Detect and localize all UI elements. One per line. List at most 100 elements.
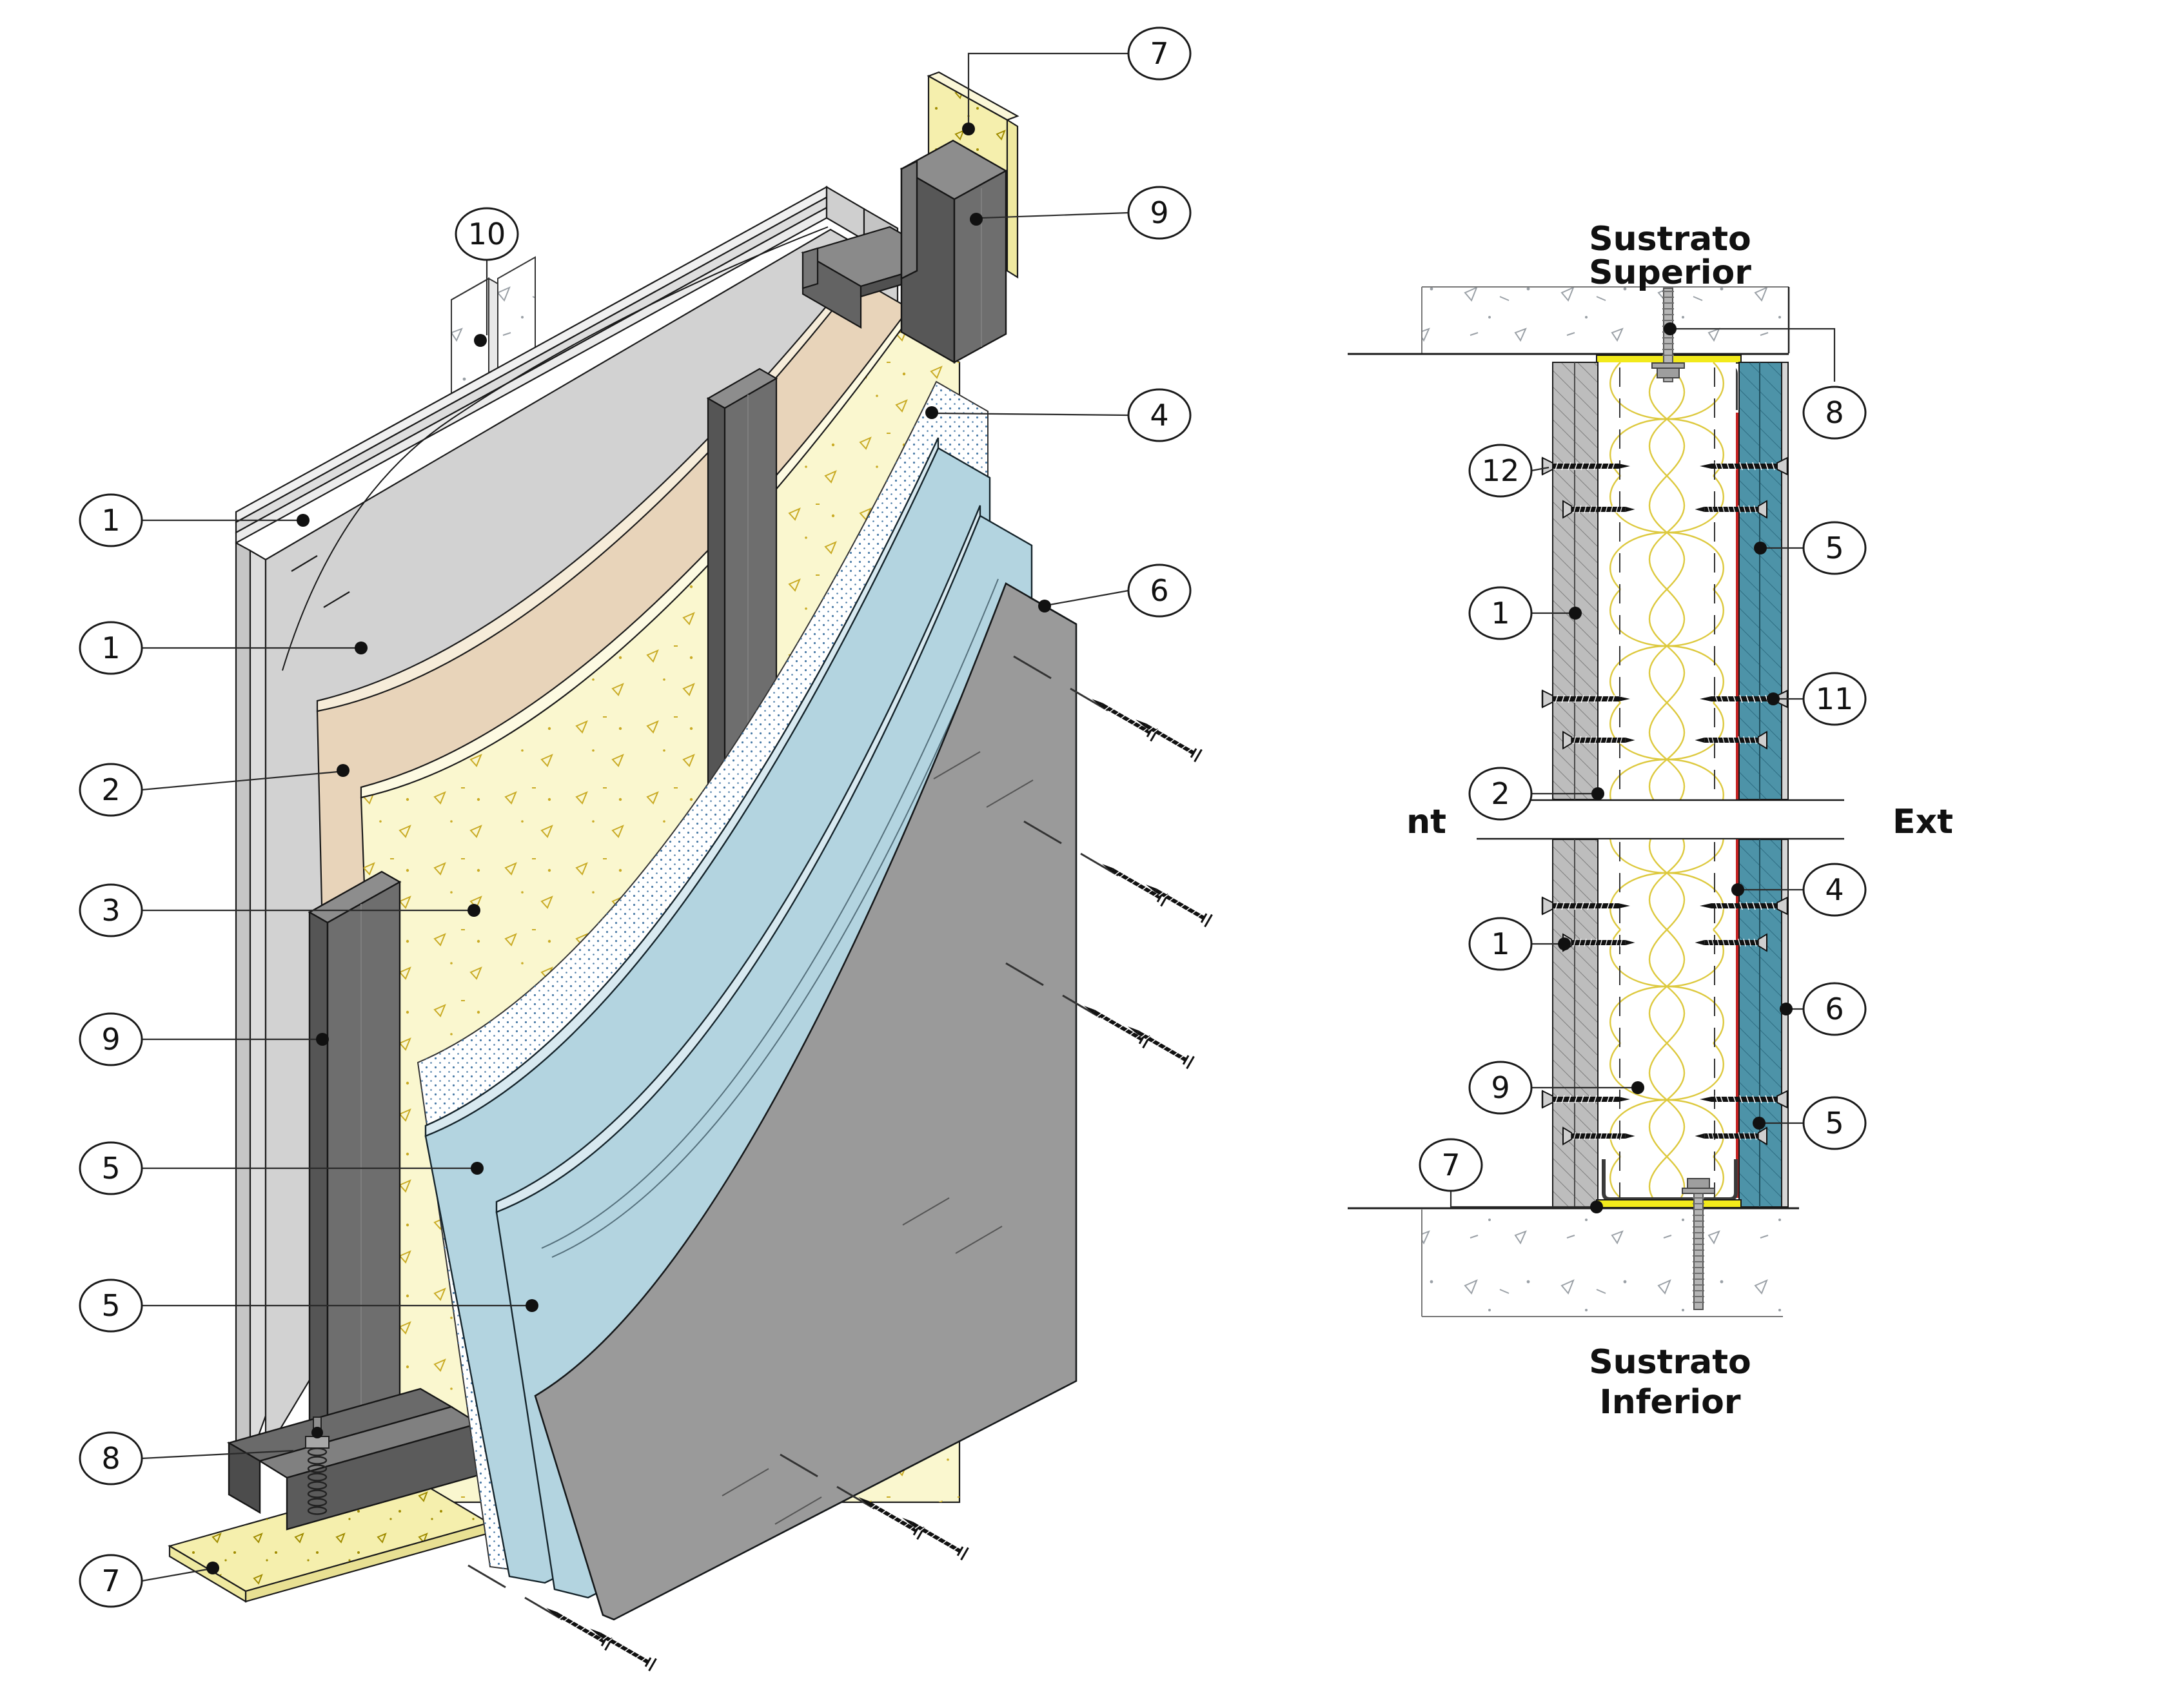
callout-number: 4	[1825, 872, 1844, 907]
callout-1: 1	[79, 493, 310, 547]
sec-cavity-insulation	[1599, 362, 1736, 799]
callout-leader	[967, 52, 1128, 124]
callout-number: 1	[101, 631, 120, 665]
sec-gasket-bottom	[1596, 1199, 1742, 1208]
iso-callouts: 1 1 2 3 9 5 5 8 7 10 7 9 4 6	[79, 26, 1192, 1608]
callout-number: 10	[468, 217, 506, 251]
sec-break	[1477, 799, 1844, 840]
callout-7: 7	[962, 26, 1192, 135]
callout-target-dot	[1591, 787, 1604, 800]
callout-number: 5	[101, 1151, 120, 1186]
callout-number: 5	[1825, 1106, 1844, 1141]
sec-slab-top	[1348, 286, 1790, 355]
callout-8: 8	[1664, 322, 1867, 440]
callout-9: 9	[970, 186, 1192, 240]
callout-bubble	[1127, 563, 1192, 618]
callout-bubble	[79, 1431, 143, 1485]
iso-gasket-strip-bottom	[168, 1476, 491, 1603]
callout-4: 4	[925, 388, 1192, 442]
callout-1: 1	[1468, 917, 1571, 971]
callout-bubble	[1468, 767, 1533, 821]
callout-leader	[141, 1568, 208, 1582]
callout-number: 3	[101, 893, 120, 928]
callout-target-dot	[316, 1033, 329, 1046]
callout-number: 1	[1491, 926, 1510, 961]
callout-number: 8	[101, 1441, 120, 1476]
callout-bubble	[1419, 1138, 1483, 1192]
callout-leader	[1450, 1191, 1591, 1208]
callout-number: 5	[1825, 531, 1844, 565]
callout-target-dot	[1038, 600, 1051, 612]
callout-leader	[141, 770, 339, 791]
callout-bubble	[79, 763, 143, 817]
callout-9: 9	[79, 1012, 329, 1066]
callout-bubble	[1468, 444, 1533, 498]
callout-target-dot	[970, 213, 983, 226]
callout-2: 2	[79, 763, 349, 817]
label-int: nt	[1406, 803, 1446, 841]
callout-8: 8	[79, 1431, 294, 1485]
callout-bubble	[1802, 1096, 1867, 1150]
sec-render-strip-top	[1781, 362, 1789, 800]
sec-wall-top	[1552, 362, 1789, 800]
callout-3: 3	[79, 883, 480, 937]
callout-5: 5	[1754, 521, 1867, 575]
callout-bubble	[79, 883, 143, 937]
callout-target-dot	[474, 334, 487, 347]
callout-leader	[1674, 328, 1836, 382]
iso-stud-left	[308, 870, 402, 1565]
callout-bubble	[79, 1279, 143, 1333]
sec-slab-bottom	[1348, 1207, 1799, 1317]
callout-12: 12	[1468, 444, 1549, 498]
callout-target-dot	[526, 1299, 538, 1312]
callout-leader	[936, 412, 1129, 416]
callout-target-dot	[1569, 607, 1582, 620]
callout-5: 5	[1753, 1096, 1867, 1150]
callout-number: 7	[101, 1563, 120, 1598]
iso-outer-board	[534, 582, 1077, 1621]
callout-target-dot	[1753, 1117, 1766, 1130]
callout-bubble	[79, 621, 143, 675]
iso-stud-top	[900, 139, 1008, 364]
callout-bubble	[1468, 586, 1533, 640]
label-sustrato-superior-2: Superior	[1589, 253, 1751, 292]
callout-target-dot	[355, 642, 368, 654]
callout-bubble	[1802, 521, 1867, 575]
callout-7: 7	[1419, 1138, 1603, 1213]
callout-leader	[1531, 466, 1549, 472]
callout-9: 9	[1468, 1061, 1644, 1115]
callout-7: 7	[79, 1554, 219, 1608]
label-sustrato-inferior-1: Sustrato	[1589, 1343, 1751, 1382]
callout-number: 9	[1491, 1070, 1510, 1105]
callout-target-dot	[1754, 542, 1767, 554]
iso-anchor-bolt	[305, 1416, 330, 1515]
callout-target-dot	[337, 764, 349, 777]
callout-target-dot	[1631, 1081, 1644, 1094]
sec-wall-bottom	[1552, 839, 1789, 1208]
callout-number: 6	[1150, 573, 1168, 608]
callout-bubble	[1127, 186, 1192, 240]
callout-number: 2	[1491, 776, 1510, 811]
iso-track-bottom	[226, 1387, 480, 1531]
callout-bubble	[1802, 863, 1867, 917]
callout-bubble	[79, 1012, 143, 1066]
callout-4: 4	[1731, 863, 1867, 917]
callout-number: 9	[1150, 195, 1168, 230]
callout-6: 6	[1780, 982, 1867, 1036]
callout-bubble	[79, 1141, 143, 1195]
callout-leader	[141, 1449, 294, 1460]
callout-bubble	[455, 207, 519, 261]
callout-number: 1	[1491, 596, 1510, 631]
iso-floating-screws	[467, 655, 1213, 1672]
section-diagram: nt Ext	[1348, 220, 1953, 1422]
callout-target-dot	[925, 406, 938, 419]
callout-number: 5	[101, 1288, 120, 1323]
callout-bubble	[1468, 917, 1533, 971]
callout-bubble	[1802, 386, 1867, 440]
callout-number: 6	[1825, 992, 1844, 1026]
callout-target-dot	[1767, 692, 1780, 705]
callout-target-dot	[962, 122, 975, 135]
